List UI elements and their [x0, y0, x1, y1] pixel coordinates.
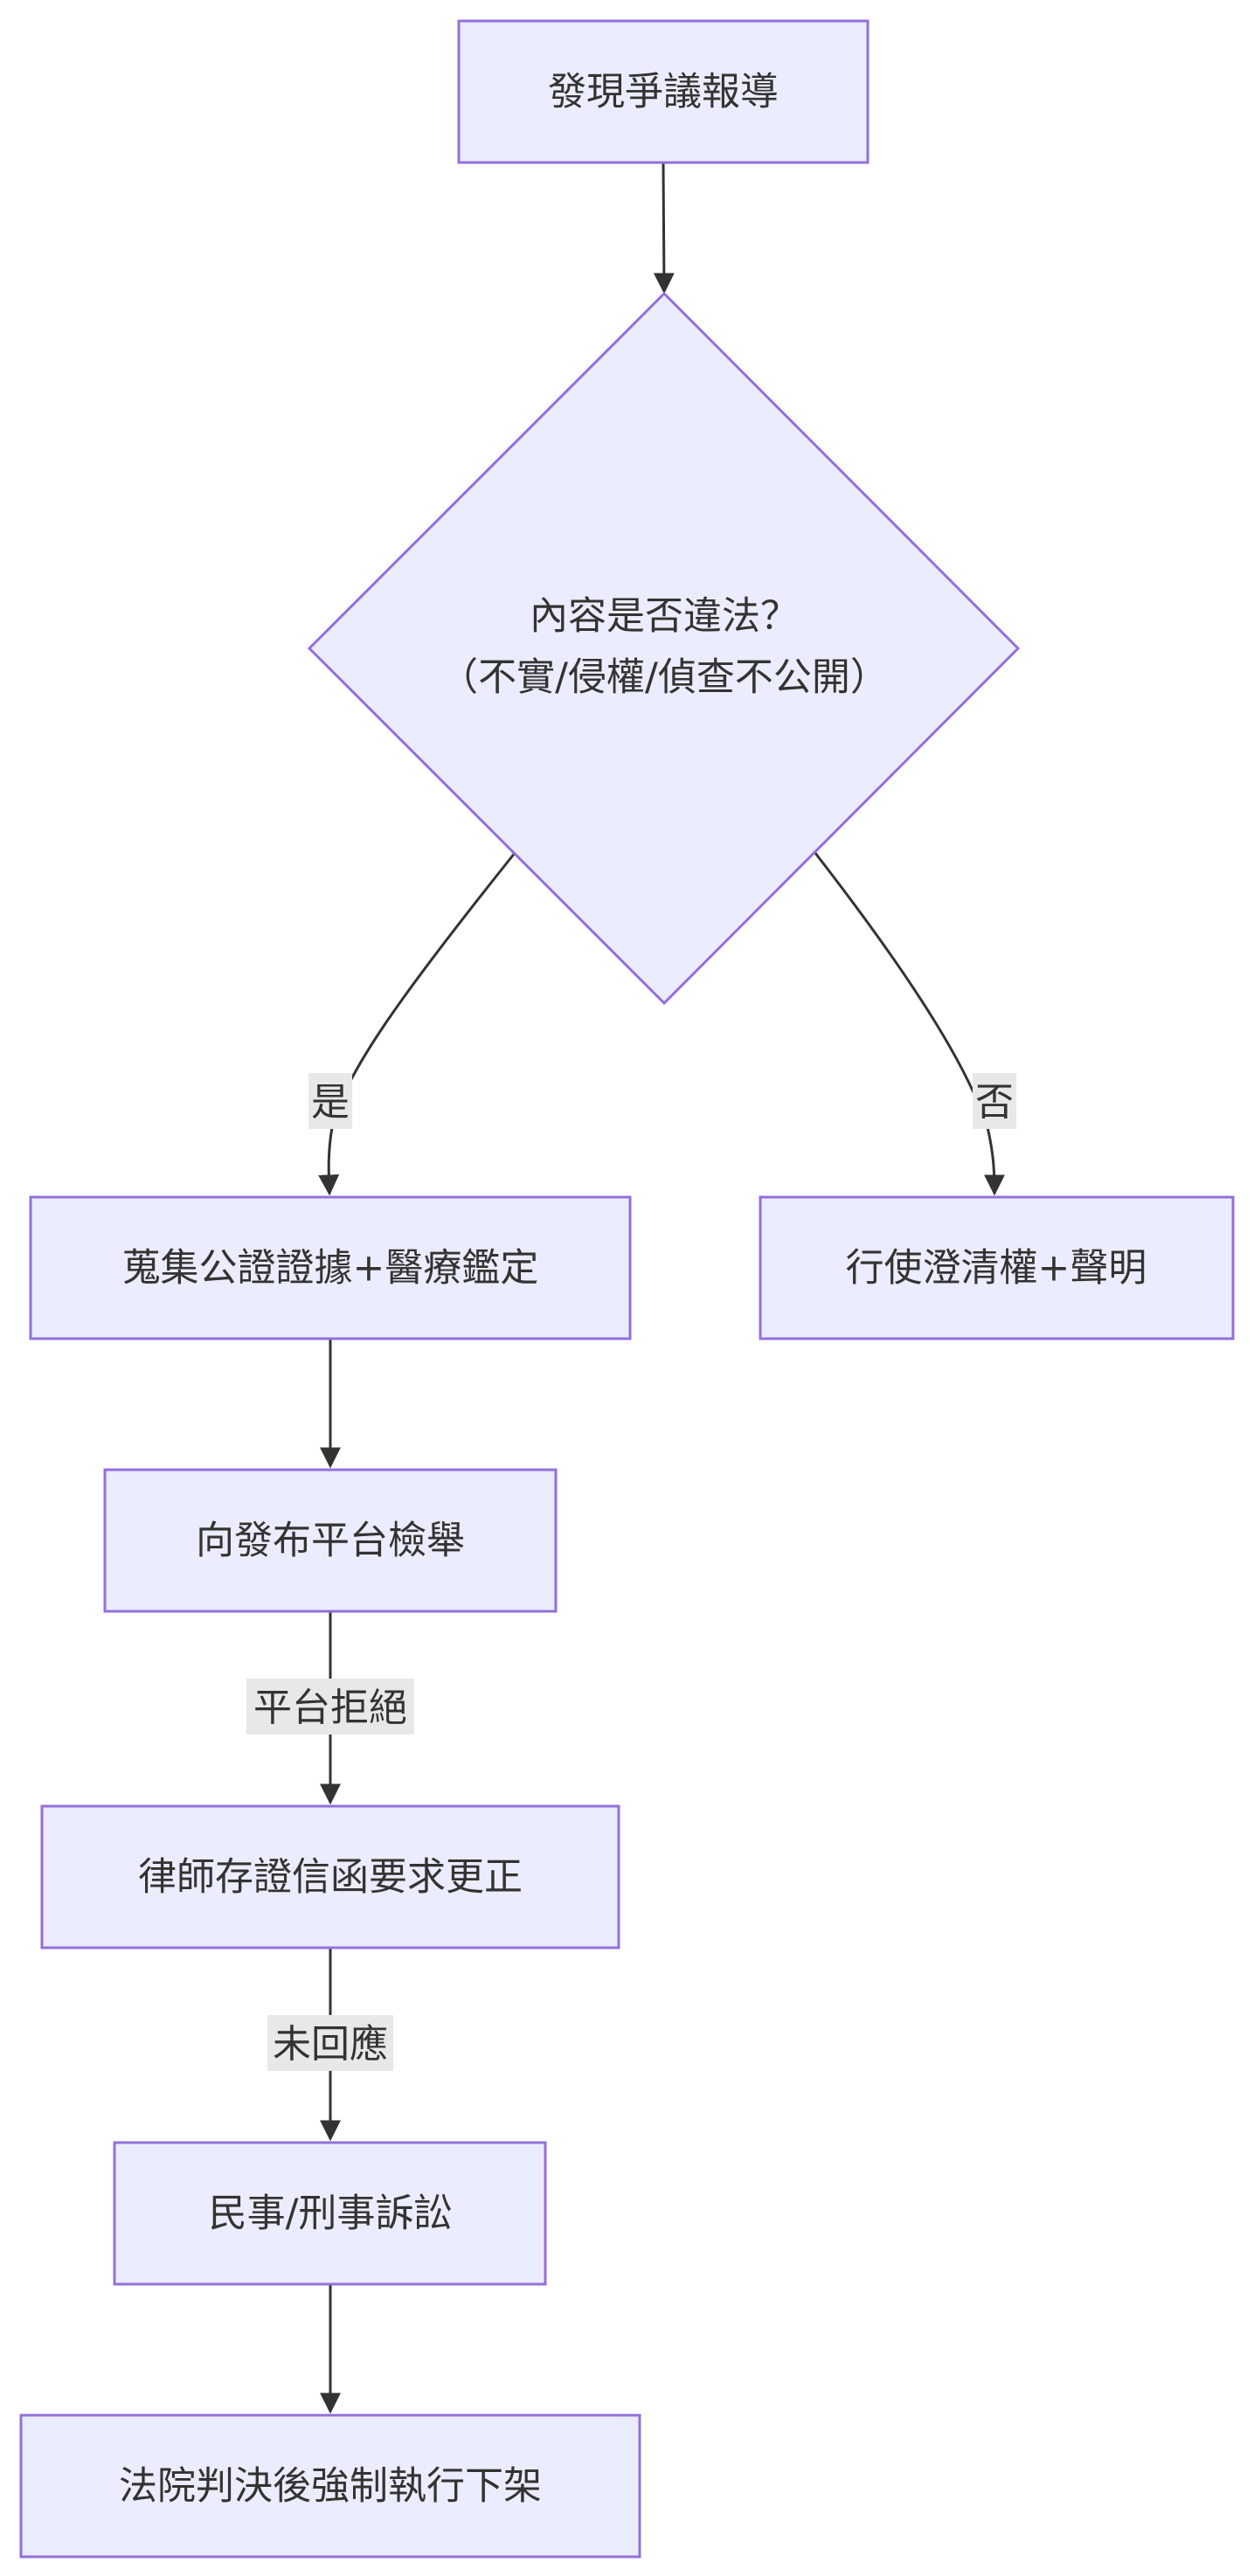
node-decision: 內容是否違法？ （不實/侵權/偵查不公開）: [307, 291, 1021, 1006]
node-clarify: 行使澄清權+聲明: [759, 1195, 1235, 1340]
svg-text:法院判決後強制執行下架: 法院判決後強制執行下架: [119, 2464, 542, 2509]
node-court-enforcement: 法院判決後強制執行下架: [19, 2413, 641, 2559]
edge-label-yes: 是: [308, 1073, 352, 1129]
svg-text:未回應: 未回應: [273, 2022, 388, 2067]
svg-text:行使澄清權+聲明: 行使澄清權+聲明: [846, 1246, 1147, 1291]
edge-start-to-decision: [653, 162, 675, 294]
edge-label-no-response: 未回應: [267, 2015, 393, 2071]
node-report-platform: 向發布平台檢舉: [103, 1468, 558, 1613]
svg-text:民事/刑事訴訟: 民事/刑事訴訟: [209, 2192, 453, 2236]
svg-text:內容是否違法？: 內容是否違法？: [530, 594, 799, 639]
node-collect-evidence: 蒐集公證證據+醫療鑑定: [29, 1195, 632, 1340]
node-start: 發現爭議報導: [457, 19, 869, 164]
svg-text:發現爭議報導: 發現爭議報導: [548, 70, 779, 114]
svg-text:否: 否: [975, 1080, 1014, 1125]
node-lawsuit: 民事/刑事訴訟: [113, 2141, 547, 2286]
edge-decision-to-clarify: [813, 851, 1005, 1196]
edge-label-no: 否: [973, 1073, 1016, 1129]
svg-text:平台拒絕: 平台拒絕: [253, 1686, 407, 1730]
svg-text:（不實/侵權/偵查不公開）: （不實/侵權/偵查不公開）: [440, 655, 889, 700]
svg-text:向發布平台檢舉: 向發布平台檢舉: [196, 1519, 465, 1563]
node-lawyer-letter: 律師存證信函要求更正: [40, 1804, 620, 1949]
svg-text:蒐集公證證據+醫療鑑定: 蒐集公證證據+醫療鑑定: [122, 1246, 539, 1291]
edge-decision-to-collect: [318, 851, 517, 1196]
svg-text:是: 是: [311, 1080, 350, 1125]
svg-text:律師存證信函要求更正: 律師存證信函要求更正: [138, 1855, 523, 1900]
edge-label-platform-refused: 平台拒絕: [246, 1679, 414, 1735]
